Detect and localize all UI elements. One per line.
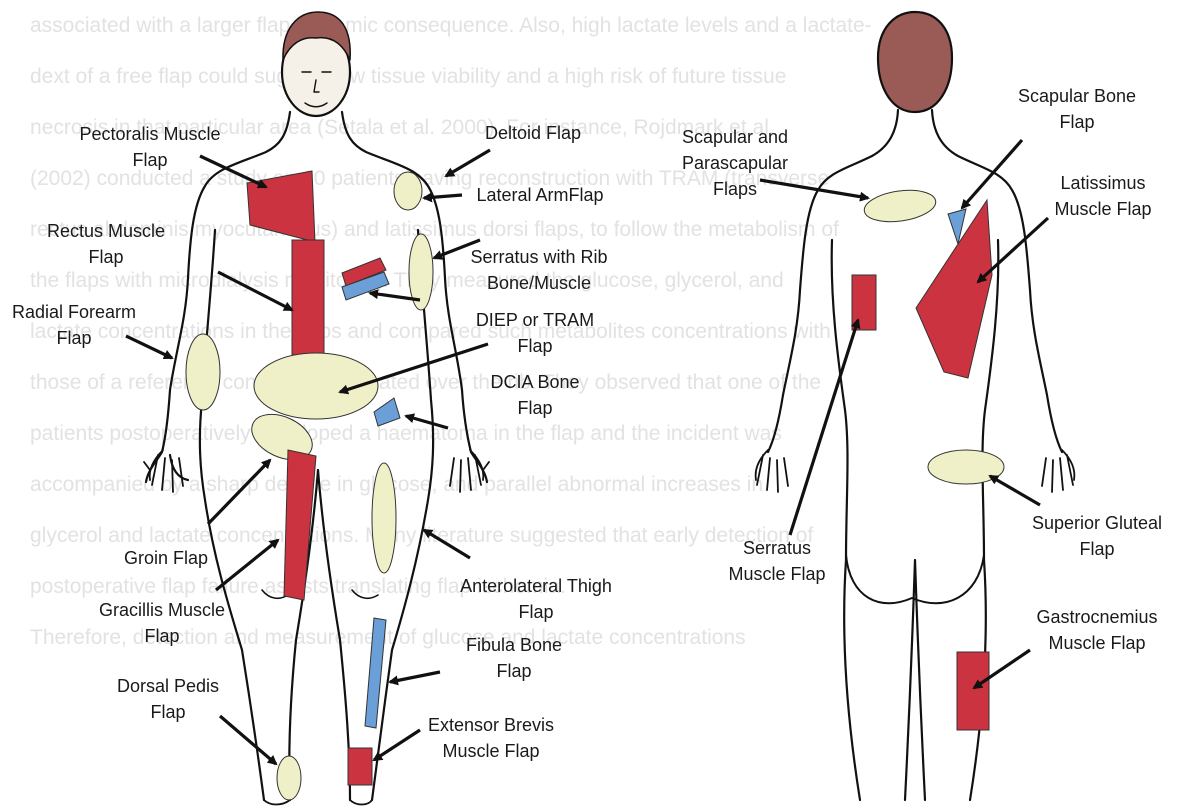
label-groin: Groin Flap: [124, 548, 208, 568]
pointer-arrows: [126, 140, 1048, 764]
arrow-rectus: [218, 272, 292, 310]
arrow-pectoralis: [200, 156, 266, 187]
back-flaps: [852, 186, 1004, 730]
arrow-fibula: [390, 672, 440, 682]
back-head: [878, 12, 952, 112]
arrow-groin: [208, 460, 270, 524]
rectus-flap: [292, 240, 324, 355]
arrow-alt: [424, 530, 470, 558]
gastrocnemius-flap: [957, 652, 989, 730]
dorsal-pedis-flap: [277, 756, 301, 800]
radial-forearm-flap: [186, 334, 220, 410]
front-flaps: [186, 171, 433, 800]
arrow-scapular-para: [760, 180, 868, 198]
lateral-arm-flap: [394, 172, 422, 210]
arrow-radial: [126, 336, 172, 358]
alt-flap: [372, 463, 396, 573]
arrow-dcia: [406, 416, 448, 428]
back-body-figure: [756, 12, 1075, 800]
front-feet: [264, 800, 372, 805]
scapular-flap: [862, 186, 937, 226]
front-knees: [262, 590, 378, 598]
arrow-dorsal-pedis: [220, 716, 276, 764]
back-left-hand: [756, 450, 788, 492]
front-right-hand: [450, 450, 489, 492]
arrow-lateral-arm: [424, 195, 462, 198]
arrow-scapular-bone: [962, 140, 1022, 208]
front-left-hand: [144, 450, 183, 492]
arrow-gracilis: [216, 540, 278, 590]
dcia-flap: [374, 398, 400, 426]
label-lateral-arm: Lateral ArmFlap: [476, 185, 603, 205]
extensor-brevis-flap: [348, 748, 372, 785]
back-right-hand: [1042, 450, 1074, 492]
arrow-sup-gluteal: [990, 476, 1040, 505]
arrow-deltoid: [446, 150, 490, 176]
gracilis-flap: [284, 450, 316, 600]
serratus-back-flap: [852, 275, 876, 330]
label-deltoid: Deltoid Flap: [485, 123, 581, 143]
